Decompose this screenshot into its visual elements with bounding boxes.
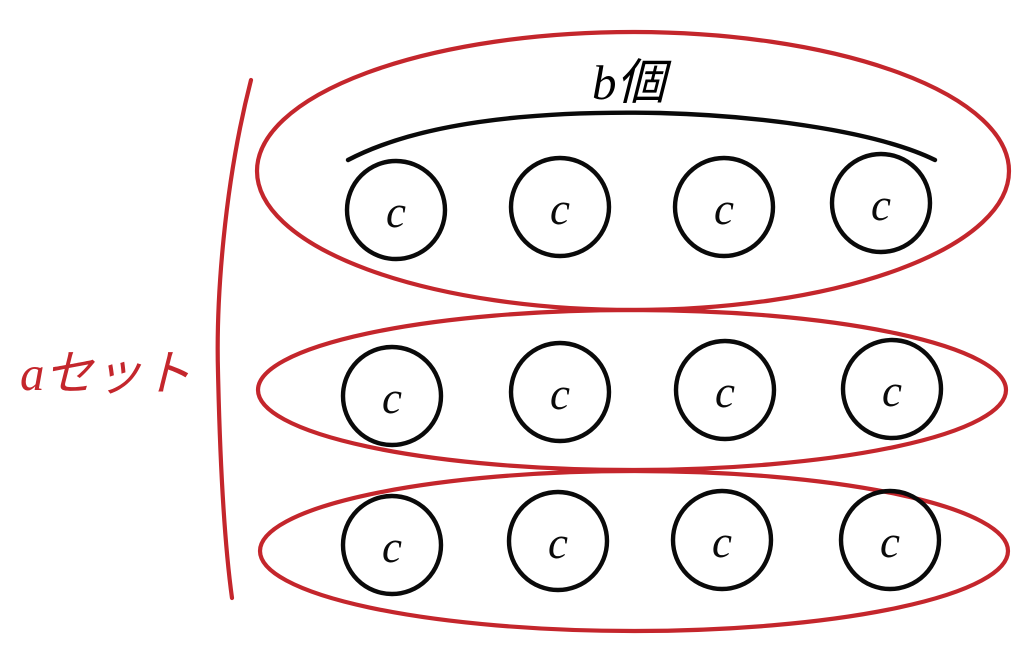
item-label: c — [882, 366, 902, 416]
item-circle — [506, 489, 610, 593]
item-label: c — [714, 184, 734, 234]
set-3-items: c c c c — [340, 488, 942, 597]
item-circle — [672, 155, 776, 259]
set-2-items: c c c c — [340, 337, 944, 448]
item-label: c — [715, 367, 735, 417]
b-count-label: b個 — [592, 55, 672, 110]
item-label: c — [880, 517, 900, 567]
item-circle — [340, 493, 444, 597]
item-label: c — [550, 369, 570, 419]
b-count-bracket — [345, 110, 938, 163]
item-label: c — [382, 373, 402, 423]
item-circle — [670, 488, 774, 592]
item-circle — [508, 340, 612, 444]
item-label: c — [550, 184, 570, 234]
item-circle — [508, 155, 612, 259]
item-label: c — [548, 518, 568, 568]
item-circle — [840, 337, 944, 441]
item-circle — [344, 158, 448, 262]
item-circle — [829, 151, 933, 255]
item-circle — [838, 488, 942, 592]
item-label: c — [382, 522, 402, 572]
item-label: c — [386, 187, 406, 237]
set-1-items: c c c c — [344, 151, 933, 262]
item-circle — [673, 338, 777, 442]
item-label: c — [871, 180, 891, 230]
set-ellipse-3 — [257, 468, 1011, 634]
item-label: c — [712, 517, 732, 567]
item-circle — [340, 344, 444, 448]
a-set-label: aセット — [20, 346, 192, 401]
a-set-brace — [215, 77, 254, 601]
